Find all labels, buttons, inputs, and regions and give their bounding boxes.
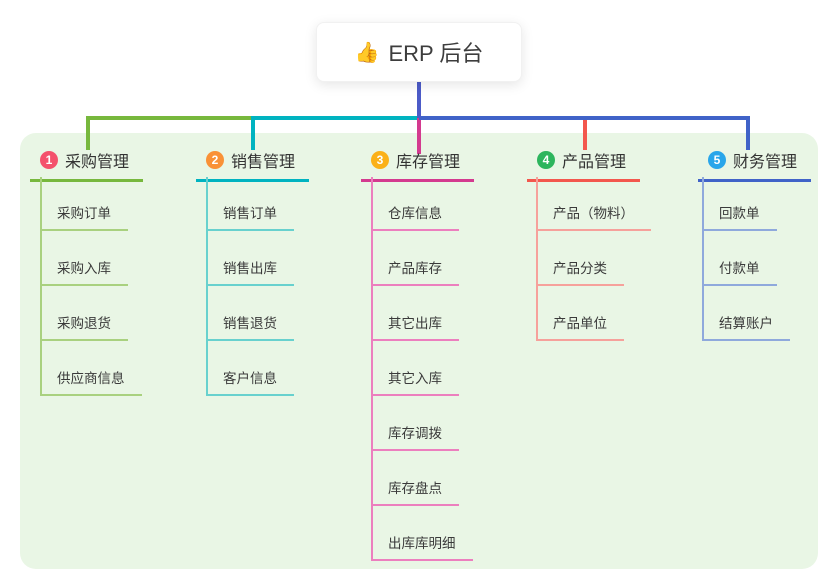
branch-2-number-badge: 2 [206, 151, 224, 169]
node-purchase-return[interactable]: 采购退货 [40, 315, 128, 341]
node-product-unit[interactable]: 产品单位 [536, 315, 624, 341]
branch-purchase[interactable]: 1 采购管理 [30, 148, 144, 182]
node-product-category[interactable]: 产品分类 [536, 260, 624, 286]
branch-4-child-line [536, 177, 538, 341]
node-other-outbound[interactable]: 其它出库 [371, 315, 459, 341]
node-receipt-bill[interactable]: 回款单 [702, 205, 777, 231]
branch-sales[interactable]: 2 销售管理 [196, 148, 310, 182]
branch-1-number-badge: 1 [40, 151, 58, 169]
connector-branch4-drop [583, 120, 587, 150]
connector-branch3-drop [417, 116, 421, 154]
node-product-material[interactable]: 产品（物料） [536, 205, 651, 231]
node-stock-detail[interactable]: 出库库明细 [371, 535, 473, 561]
node-purchase-inbound[interactable]: 采购入库 [40, 260, 128, 286]
node-stock-transfer[interactable]: 库存调拨 [371, 425, 459, 451]
node-payment-bill[interactable]: 付款单 [702, 260, 777, 286]
node-other-inbound[interactable]: 其它入库 [371, 370, 459, 396]
branch-3-label: 库存管理 [396, 154, 461, 171]
branch-3-child-line [371, 177, 373, 561]
node-warehouse-info[interactable]: 仓库信息 [371, 205, 459, 231]
node-product-stock[interactable]: 产品库存 [371, 260, 459, 286]
root-node[interactable]: 👍 ERP 后台 [316, 22, 522, 82]
branch-4-number-badge: 4 [537, 151, 555, 169]
branch-inventory[interactable]: 3 库存管理 [361, 148, 475, 182]
connector-branch1-drop [86, 116, 90, 150]
branch-finance[interactable]: 5 财务管理 [698, 148, 812, 182]
branch-product[interactable]: 4 产品管理 [527, 148, 641, 182]
branch-3-number-badge: 3 [371, 151, 389, 169]
branch-4-label: 产品管理 [562, 154, 627, 171]
connector-branch2-drop [251, 116, 255, 150]
node-customer-info[interactable]: 客户信息 [206, 370, 294, 396]
node-sales-return[interactable]: 销售退货 [206, 315, 294, 341]
connector-root [417, 82, 421, 118]
thumbs-up-icon: 👍 [354, 41, 380, 64]
connector-branch5-drop [746, 120, 750, 150]
branch-2-child-line [206, 177, 208, 396]
branch-5-label: 财务管理 [733, 154, 798, 171]
branches-panel [20, 133, 818, 569]
branch-5-number-badge: 5 [708, 151, 726, 169]
node-settlement-account[interactable]: 结算账户 [702, 315, 790, 341]
node-stock-check[interactable]: 库存盘点 [371, 480, 459, 506]
branch-1-child-line [40, 177, 42, 396]
root-node-title: ERP 后台 [388, 41, 484, 66]
node-purchase-order[interactable]: 采购订单 [40, 205, 128, 231]
branch-1-label: 采购管理 [65, 154, 130, 171]
node-supplier-info[interactable]: 供应商信息 [40, 370, 142, 396]
node-sales-outbound[interactable]: 销售出库 [206, 260, 294, 286]
connector-branch5 [419, 116, 750, 120]
branch-5-child-line [702, 177, 704, 341]
node-sales-order[interactable]: 销售订单 [206, 205, 294, 231]
connector-branch2 [251, 116, 421, 120]
branch-2-label: 销售管理 [231, 154, 296, 171]
